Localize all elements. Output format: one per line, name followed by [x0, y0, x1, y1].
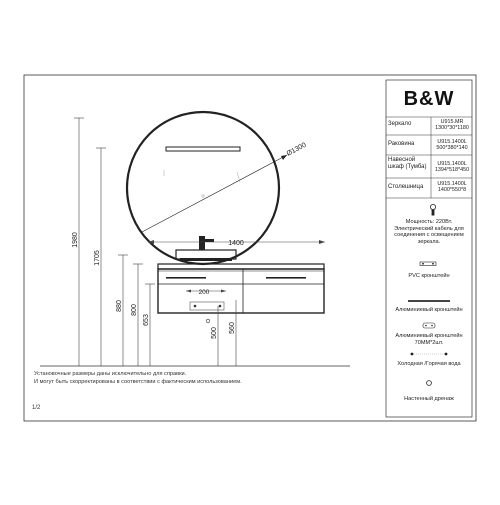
dim-label-1705: 1705: [94, 250, 101, 266]
legend-label-pvc-bracket: PVC кронштейн: [408, 273, 450, 279]
title-block-frame: [385, 79, 473, 418]
spec-value-mirror: U915.MR 1300*30*1180: [435, 119, 469, 132]
mirror-sensor: [201, 194, 205, 198]
spec-value-countertop: U915.1400L 1400*550*8: [437, 181, 467, 194]
cabinet-handle-left: [166, 277, 206, 279]
vanity-cabinet: [157, 268, 325, 314]
spec-label-sink: Раковина: [388, 141, 415, 147]
dim-label-diameter: Ø1300: [286, 142, 308, 158]
legend-label-wall-drain: Настенный дренаж: [404, 396, 454, 402]
outer-frame: [23, 74, 477, 422]
legend-label-water-supply: Холодная /Горячая вода: [397, 361, 461, 367]
spec-value-sink: U915.1400L 500*380*140: [436, 139, 468, 152]
power-note: Мощность: 220Вт. Электрический кабель дл…: [394, 219, 464, 245]
cable-plug-icon: [429, 203, 436, 216]
spec-label-cabinet: Навесной шкаф (Тумба): [388, 157, 427, 170]
water-supply-left: [193, 304, 197, 308]
pvc-bracket-icon: [419, 261, 437, 266]
dim-label-500: 500: [211, 327, 218, 339]
wall-drain-point: [205, 318, 211, 324]
basin-base: [180, 258, 232, 261]
mirror-diameter-line: [141, 154, 288, 233]
disclaimer-note: Установочные размеры даны исключительно …: [34, 371, 242, 385]
spec-label-countertop: Столешница: [388, 184, 424, 190]
cabinet-handle-right: [266, 277, 306, 279]
brand-logo: B&W: [403, 88, 455, 110]
legend-label-aluminum-bracket-70: Алюминиевый кронштейн 70ММ*2шт.: [395, 333, 463, 346]
spec-label-mirror: Зеркало: [388, 121, 412, 127]
legend-label-aluminum-bracket: Алюминиевый кронштейн: [395, 307, 463, 313]
dim-label-1980: 1980: [72, 232, 79, 248]
mirror-top-bracket: [165, 146, 241, 152]
dim-arrow-1400-right: [319, 240, 325, 244]
dim-arrow-200-left: [186, 289, 191, 293]
water-supply-right: [218, 304, 222, 308]
spec-value-cabinet: U915.1400L 1394*518*450: [434, 161, 470, 174]
dim-arrow-1400-left: [148, 240, 154, 244]
countertop: [157, 263, 325, 270]
page-number: 1/2: [32, 405, 41, 411]
faucet: [199, 236, 205, 250]
aluminum-bracket-icon: [408, 300, 450, 302]
dim-label-800: 800: [131, 304, 138, 316]
aluminum-bracket-70-icon: [422, 322, 436, 329]
dim-label-880: 880: [116, 300, 123, 312]
dim-arrow-200-right: [221, 289, 226, 293]
diameter-arrow: [281, 155, 287, 160]
basin: [175, 249, 237, 260]
faucet-spout: [205, 239, 214, 242]
dim-label-560: 560: [229, 322, 236, 334]
dim-label-1400: 1400: [228, 240, 244, 247]
water-supply-icon: [410, 352, 448, 356]
dim-label-653: 653: [143, 314, 150, 326]
wall-drain-icon: [426, 380, 432, 386]
drain-outlet: [189, 301, 225, 311]
dim-label-200: 200: [199, 289, 210, 296]
mirror-touch-mark: [236, 171, 241, 183]
